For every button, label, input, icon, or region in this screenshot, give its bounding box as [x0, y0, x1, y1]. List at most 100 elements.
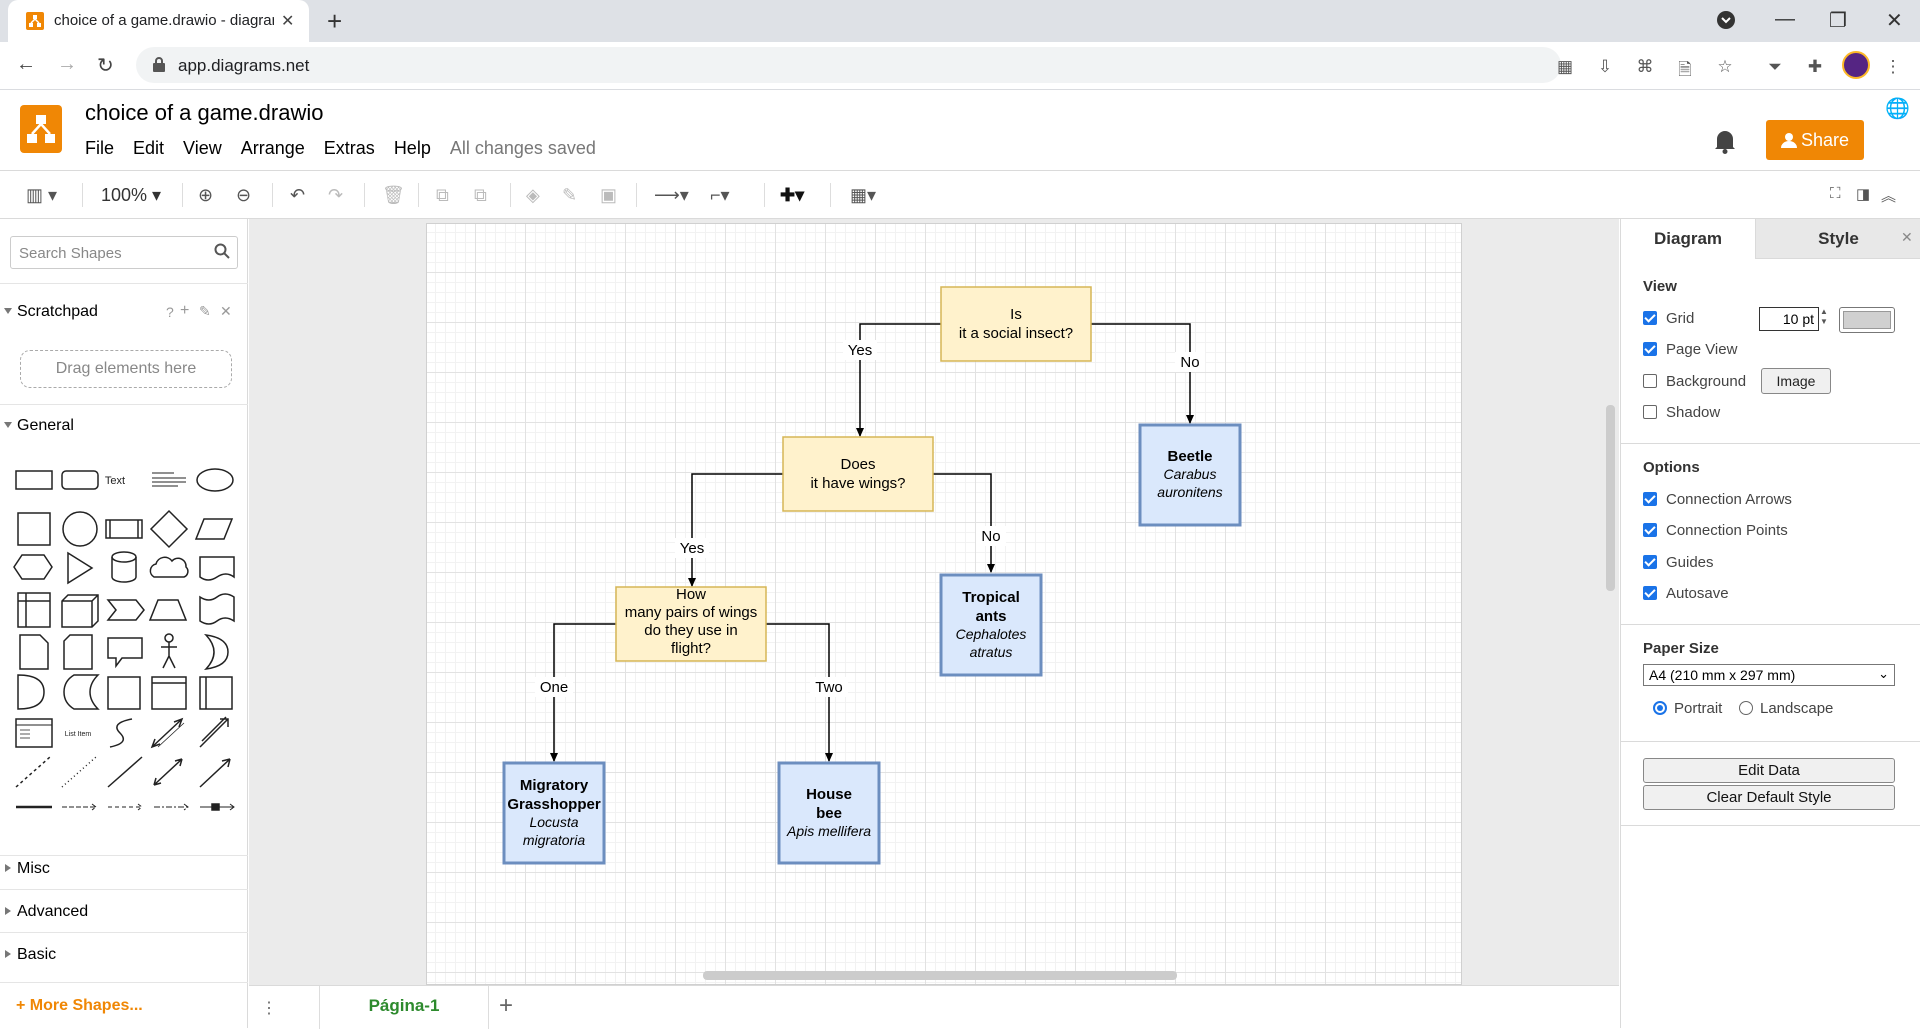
- language-globe-icon[interactable]: 🌐: [1885, 98, 1910, 120]
- background-option[interactable]: Background: [1643, 373, 1746, 390]
- tape-shape[interactable]: [199, 593, 235, 625]
- format-panel-toggle-icon[interactable]: ▥ ▾: [26, 185, 58, 205]
- diamond-shape[interactable]: [149, 509, 189, 549]
- shadow-icon[interactable]: ▣: [600, 185, 618, 205]
- connector-arrow-shape[interactable]: [62, 803, 97, 811]
- canvas-horizontal-scrollbar[interactable]: [703, 971, 1177, 980]
- autosave-checkbox[interactable]: [1643, 586, 1657, 600]
- to-back-icon[interactable]: ⧉: [474, 185, 487, 205]
- scratchpad-header[interactable]: Scratchpad: [0, 303, 240, 321]
- back-icon[interactable]: ←: [16, 53, 36, 75]
- window-close-icon[interactable]: ✕: [1886, 10, 1903, 32]
- notification-bell-icon[interactable]: [1713, 128, 1737, 154]
- grid-size-input[interactable]: 10 pt: [1759, 307, 1819, 331]
- edge-q3-one[interactable]: [550, 623, 617, 762]
- tab-search-icon[interactable]: [1716, 10, 1736, 30]
- browser-tab[interactable]: choice of a game.drawio - diagrams.net ✕: [8, 0, 309, 42]
- fullscreen-icon[interactable]: ⛶: [1830, 185, 1841, 202]
- pages-menu-icon[interactable]: ⋮: [261, 1000, 277, 1017]
- shadow-option[interactable]: Shadow: [1643, 404, 1720, 421]
- node-does-it-have-wings[interactable]: Does it have wings?: [782, 436, 934, 512]
- line-color-icon[interactable]: ✎: [562, 185, 578, 205]
- document-title[interactable]: choice of a game.drawio: [85, 100, 324, 125]
- ellipse-shape[interactable]: [196, 468, 234, 492]
- bidirectional-arrow-shape[interactable]: [150, 717, 185, 749]
- close-panel-icon[interactable]: ✕: [1901, 229, 1913, 245]
- background-image-button[interactable]: Image: [1761, 368, 1831, 394]
- portrait-radio[interactable]: [1653, 701, 1667, 715]
- rectangle-shape[interactable]: [15, 470, 53, 490]
- or-shape[interactable]: [204, 633, 229, 671]
- forward-icon[interactable]: →: [57, 53, 77, 75]
- bidirectional-connector-shape[interactable]: [153, 758, 183, 786]
- diagram-canvas[interactable]: Yes No Yes No One Two Is it a social ins…: [249, 219, 1619, 985]
- zoom-dropdown[interactable]: 100% ▾: [101, 185, 162, 205]
- restore-icon[interactable]: ❐: [1829, 10, 1847, 32]
- general-section-header[interactable]: General: [0, 417, 240, 435]
- advanced-section-header[interactable]: Advanced: [0, 903, 240, 921]
- connection-points-option[interactable]: Connection Points: [1643, 522, 1788, 539]
- edge-q1-yes[interactable]: [856, 323, 941, 437]
- connector-label-shape[interactable]: [154, 803, 189, 811]
- data-storage-shape[interactable]: [63, 674, 100, 710]
- autosave-option[interactable]: Autosave: [1643, 585, 1729, 602]
- tab-diagram[interactable]: Diagram: [1621, 219, 1755, 259]
- connection-points-checkbox[interactable]: [1643, 523, 1657, 537]
- scratchpad-edit-icon[interactable]: ✎: [199, 303, 211, 319]
- dashed-line-shape[interactable]: [15, 756, 51, 788]
- zoom-out-icon[interactable]: ⊖: [236, 185, 252, 205]
- more-shapes-link[interactable]: + More Shapes...: [16, 997, 143, 1014]
- filter-icon[interactable]: ⏷: [1768, 57, 1782, 76]
- edit-data-button[interactable]: Edit Data: [1643, 758, 1895, 783]
- new-tab-icon[interactable]: +: [327, 6, 343, 36]
- manual-input-shape[interactable]: [107, 676, 141, 710]
- textbox-shape[interactable]: [152, 472, 186, 487]
- node-tropical-ants[interactable]: Tropical ants Cephalotes atratus: [939, 573, 1043, 677]
- list-item-shape[interactable]: List Item: [65, 731, 92, 738]
- scratchpad-help-icon[interactable]: ?: [166, 304, 174, 320]
- install-icon[interactable]: ⇩: [1597, 57, 1613, 76]
- share-button[interactable]: Share: [1766, 120, 1864, 160]
- delay-shape[interactable]: [17, 674, 45, 710]
- basic-section-header[interactable]: Basic: [0, 946, 240, 964]
- connection-icon[interactable]: ⟶▾: [654, 185, 689, 205]
- triangle-shape[interactable]: [67, 551, 94, 585]
- menu-edit[interactable]: Edit: [133, 138, 165, 158]
- scratchpad-close-icon[interactable]: ✕: [220, 303, 232, 319]
- waypoints-icon[interactable]: ⌐▾: [710, 185, 730, 205]
- search-shapes-input[interactable]: Search Shapes: [10, 236, 238, 269]
- node-house-bee[interactable]: House bee Apis mellifera: [777, 761, 881, 865]
- landscape-option[interactable]: Landscape: [1739, 700, 1833, 717]
- scratchpad-dropzone[interactable]: Drag elements here: [20, 350, 232, 388]
- parallelogram-shape[interactable]: [194, 518, 234, 540]
- callout-shape[interactable]: [107, 637, 143, 669]
- cylinder-shape[interactable]: [111, 551, 137, 583]
- grid-option[interactable]: Grid: [1643, 310, 1694, 327]
- internal-storage-shape[interactable]: [17, 592, 51, 628]
- collapse-icon[interactable]: ︽: [1881, 188, 1897, 205]
- curve-shape[interactable]: [109, 718, 133, 748]
- arrow-shape[interactable]: [199, 716, 229, 748]
- fill-color-icon[interactable]: ◈: [526, 185, 540, 205]
- step-shape[interactable]: [106, 599, 145, 621]
- menu-file[interactable]: File: [85, 138, 115, 158]
- circle-shape[interactable]: [62, 511, 98, 547]
- save-page-icon[interactable]: 🗎: [1678, 60, 1692, 79]
- menu-arrange[interactable]: Arrange: [240, 138, 305, 158]
- container-shape[interactable]: [151, 676, 187, 710]
- shadow-checkbox[interactable]: [1643, 405, 1657, 419]
- cloud-shape[interactable]: [149, 556, 189, 578]
- menu-help[interactable]: Help: [393, 138, 431, 158]
- grid-size-stepper[interactable]: ▲▼: [1820, 307, 1828, 326]
- hexagon-shape[interactable]: [13, 554, 53, 580]
- landscape-radio[interactable]: [1739, 701, 1753, 715]
- format-panel-icon[interactable]: ◨: [1856, 186, 1871, 203]
- omnibox[interactable]: app.diagrams.net: [136, 47, 1561, 83]
- edge-q2-no[interactable]: [933, 473, 995, 573]
- page-view-checkbox[interactable]: [1643, 342, 1657, 356]
- trapezoid-shape[interactable]: [148, 599, 188, 621]
- undo-icon[interactable]: ↶: [290, 185, 306, 205]
- canvas-vertical-scrollbar[interactable]: [1606, 405, 1615, 591]
- card-shape[interactable]: [63, 634, 93, 670]
- note-shape[interactable]: [19, 634, 49, 670]
